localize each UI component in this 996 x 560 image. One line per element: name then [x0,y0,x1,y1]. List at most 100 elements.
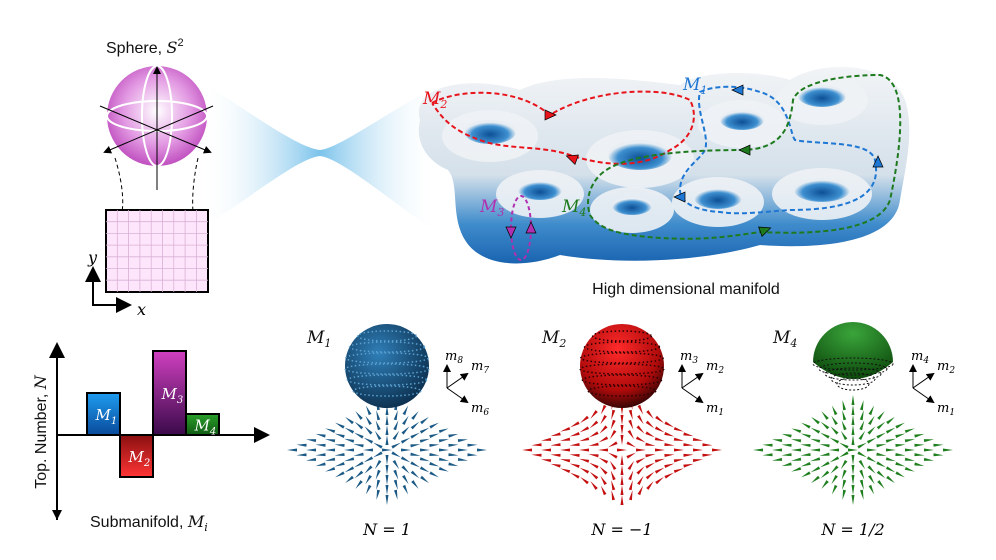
bar-m2 [119,434,154,478]
spin-arrow [306,439,317,443]
spin-arrow [531,443,542,447]
spin-arrow [579,437,590,442]
spin-arrow [645,431,655,438]
spin-arrow [848,448,858,452]
spin-arrow [385,465,389,475]
spin-arrow [876,461,886,468]
spin-arrow [522,448,532,452]
spin-arrow [810,427,821,434]
spin-arrow [579,426,590,433]
spin-arrow [457,439,468,443]
spin-arrow [636,466,645,475]
spin-arrow [600,404,607,415]
spin-arrow [344,457,355,462]
flat-plane [105,209,209,293]
spin-arrow [628,470,634,481]
spin-ring [348,341,426,353]
bar-label: M1 [95,406,118,427]
spin-arrow [791,428,802,434]
spin-arrow [569,454,580,458]
spin-arrow [851,405,855,415]
topological-number: N = −1 [590,520,652,539]
axis-label: m1 [706,401,724,418]
spin-arrow [692,459,703,463]
spin-arrow [617,448,627,452]
spin-arrow [296,443,307,447]
spin-arrow [868,474,875,485]
spin-arrow [364,426,373,435]
spin-arrow [859,410,864,421]
spin-arrow [410,444,421,448]
hemisphere [813,322,893,379]
spin-arrow [877,411,885,420]
spin-arrow [857,451,867,458]
bar-label: M4 [194,417,217,438]
spin-arrow [400,456,411,463]
axis-arrow [446,372,469,389]
spin-arrow [673,468,684,474]
spin-arrow [393,479,398,490]
spin-arrow [914,462,925,467]
spin-arrow [839,442,849,449]
spin-ring [587,385,657,397]
spin-arrow [355,411,363,420]
spin-ring [818,362,888,376]
spin-arrow [810,457,821,462]
spin-arrow [859,469,865,480]
axis-arrow [681,387,704,404]
spin-arrow [438,439,449,443]
spin-arrow [570,472,580,479]
spin-arrow [410,432,420,439]
spin-arrow [590,410,598,419]
spin-arrow [859,489,864,500]
bar-m3 [152,350,187,436]
spin-arrow [364,465,373,474]
spin-arrow [628,419,634,430]
spin-arrow [933,453,944,457]
spin-arrow [382,448,392,452]
spin-arrow [800,444,811,448]
spin-arrow [637,485,644,496]
spin-arrow [841,469,847,480]
torus-hole [464,120,516,144]
spin-arrow [401,448,411,452]
spin-arrow [598,448,608,452]
spin-arrow [635,436,646,443]
spin-arrow [560,437,571,441]
spin-arrow [560,459,571,463]
spin-arrow [589,471,599,480]
spin-arrow [851,395,855,405]
spin-arrow [391,442,401,449]
path-direction-arrow [525,221,537,234]
spin-arrow [866,437,877,444]
spin-arrow [683,453,694,457]
vector-field [287,395,487,505]
spin-arrow [325,439,336,443]
spin-arrow [419,438,430,443]
spin-arrow [904,428,915,434]
spin-arrow [393,489,398,500]
spin-arrow [664,463,675,468]
spin-arrow [781,453,792,457]
spin-arrow [895,462,906,467]
spin-arrow [325,428,336,434]
spin-arrow [620,475,624,485]
spin-arrow [866,456,877,463]
high-dimensional-manifold [418,66,910,264]
spin-arrow [345,475,354,484]
vector-field [522,395,722,505]
spin-arrow [541,448,551,452]
spin-arrow [429,433,440,438]
spin-arrow [811,416,820,425]
spin-arrow [664,454,675,458]
spin-arrow [448,453,459,457]
axis-label: m2 [937,359,955,376]
spin-arrow [781,462,792,467]
spin-arrow [560,448,570,452]
y-axis-label: y [87,248,98,267]
axis-arrow [446,387,469,404]
spin-arrow [867,448,877,452]
spin-arrow [457,457,468,461]
spin-arrow [375,469,381,480]
spin-arrow [868,415,875,426]
